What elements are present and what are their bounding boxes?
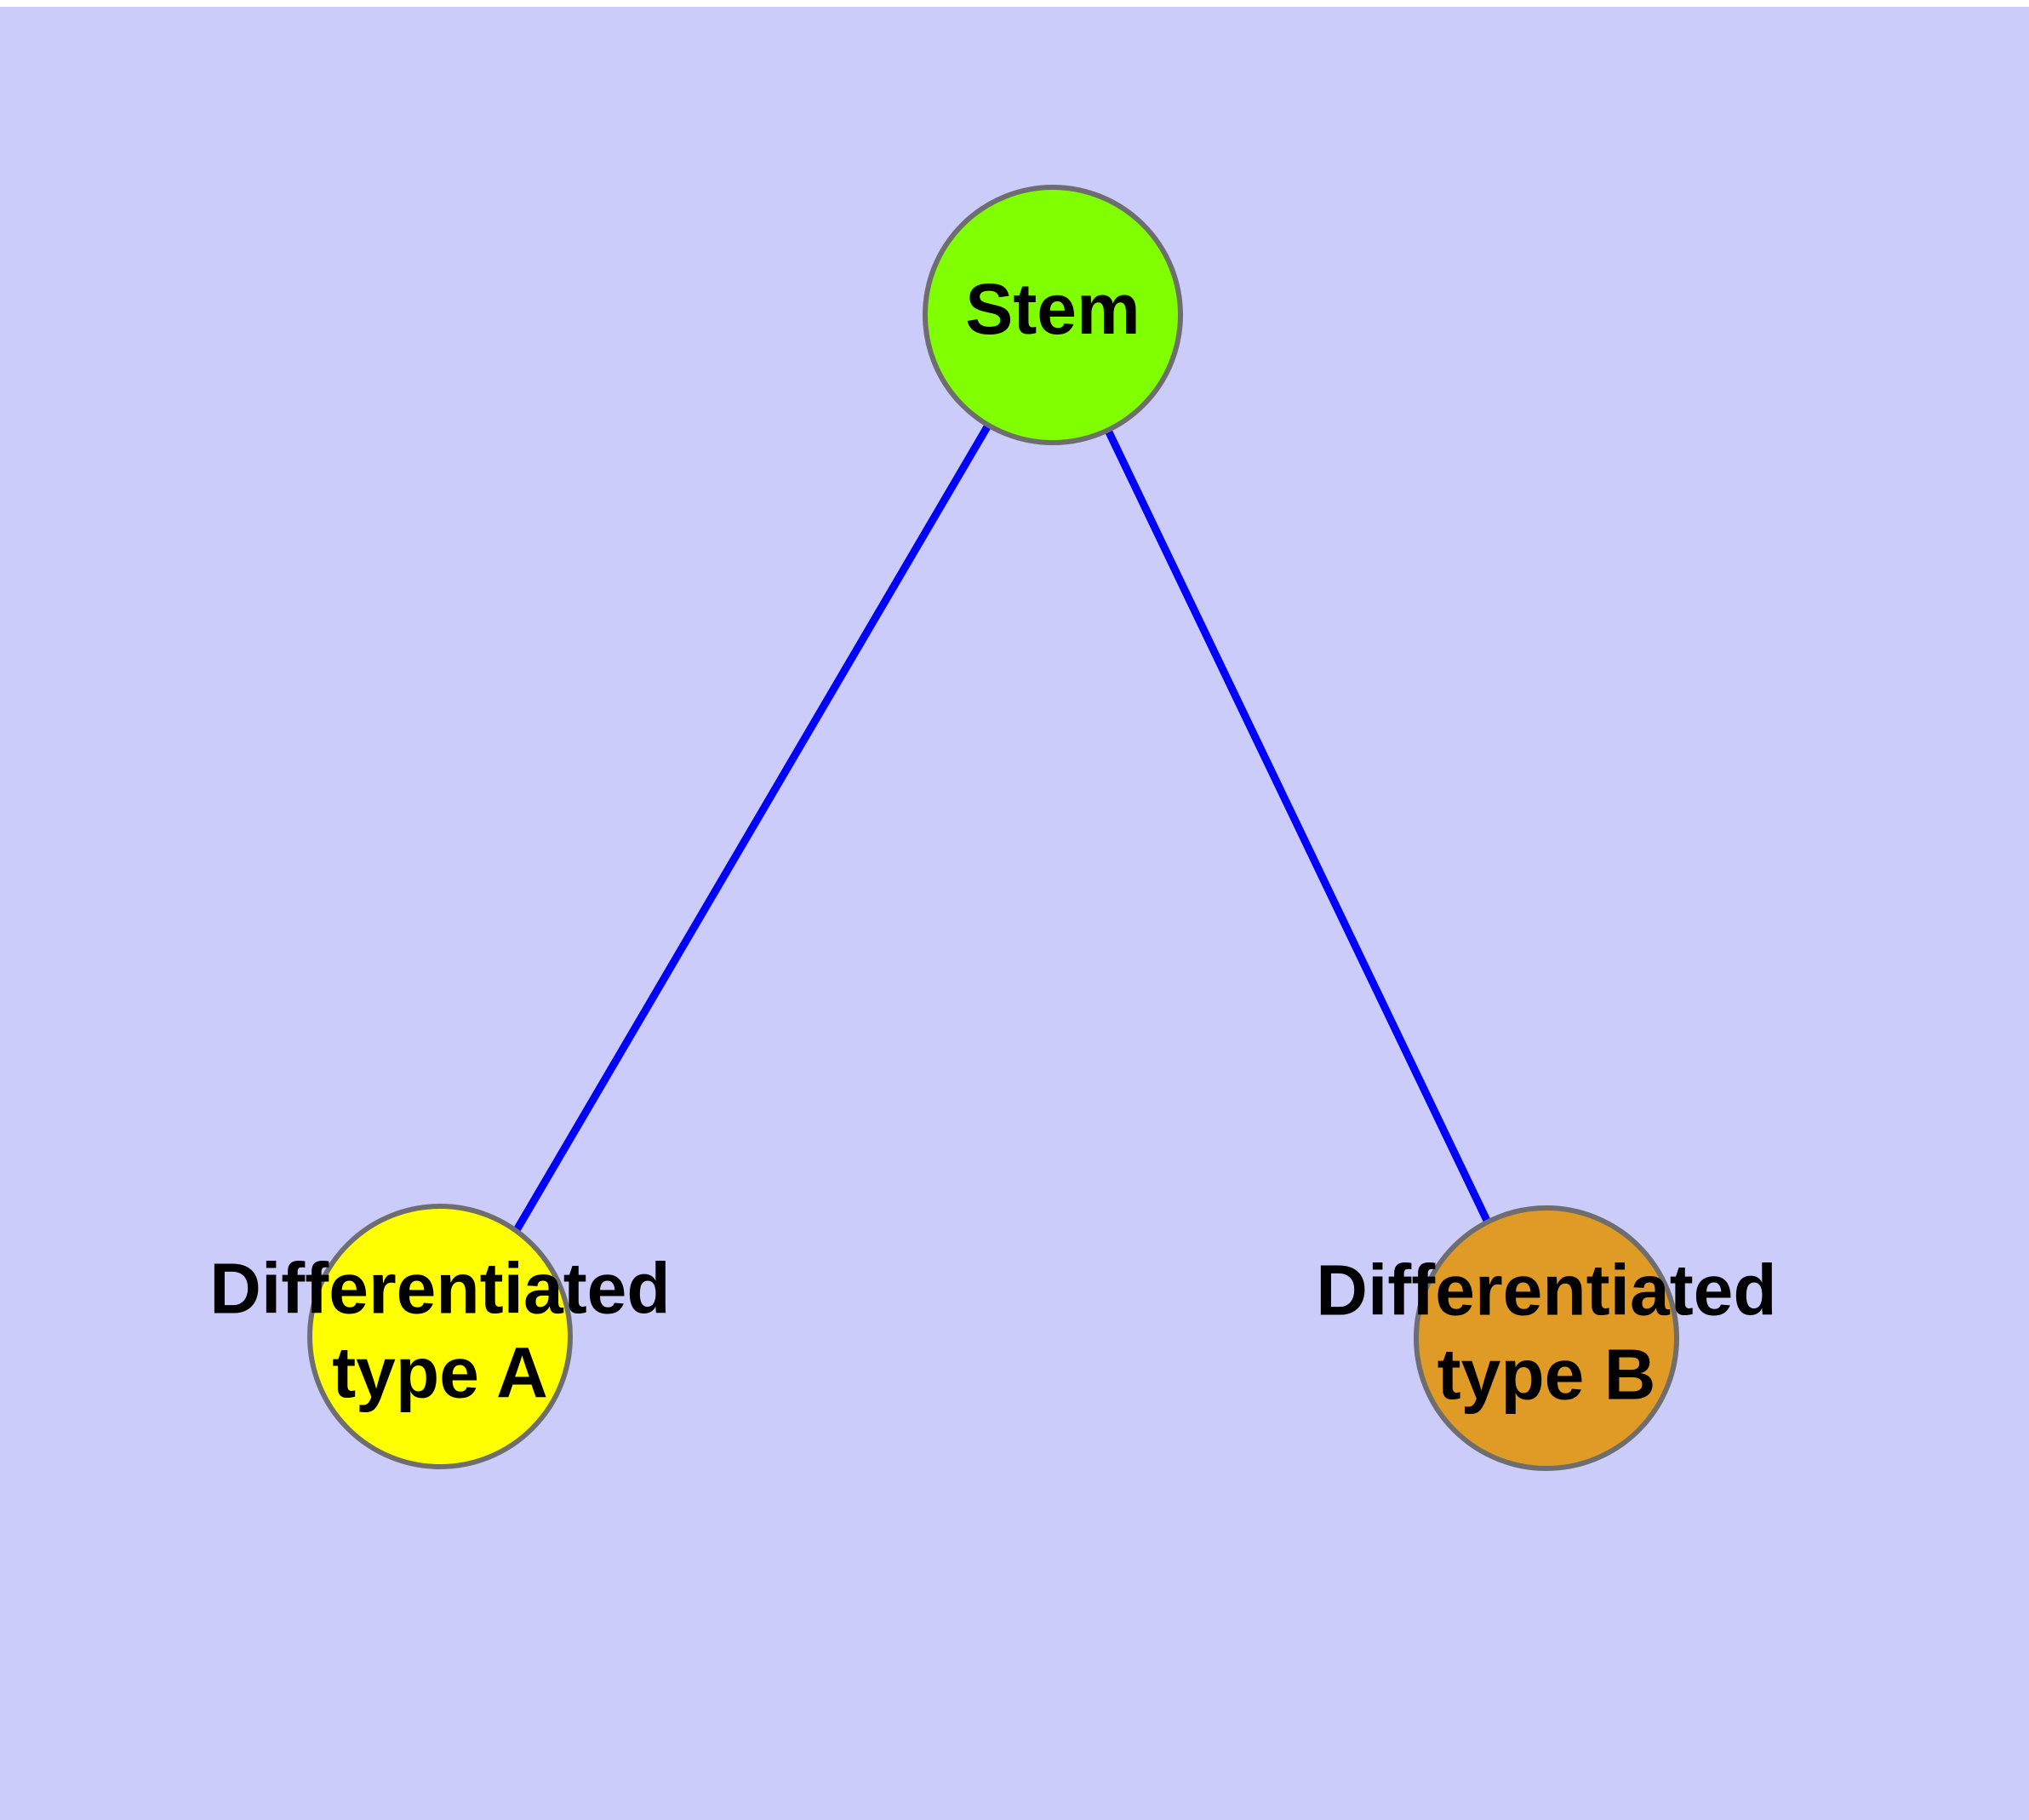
node-stem-label: Stem xyxy=(965,269,1140,349)
node-differentiated-type-a-circle[interactable] xyxy=(307,1204,573,1469)
node-stem[interactable] xyxy=(923,185,1183,445)
node-differentiated-type-b-circle[interactable] xyxy=(1414,1205,1679,1471)
node-stem-circle[interactable] xyxy=(923,185,1183,445)
edge-stem-to-differentiated-type-a[interactable] xyxy=(507,312,1056,1243)
node-differentiated-type-a[interactable] xyxy=(307,1204,573,1469)
node-differentiated-type-b[interactable] xyxy=(1414,1205,1679,1471)
edge-layer xyxy=(507,312,1495,1243)
edge-stem-to-differentiated-type-b[interactable] xyxy=(1049,313,1495,1229)
